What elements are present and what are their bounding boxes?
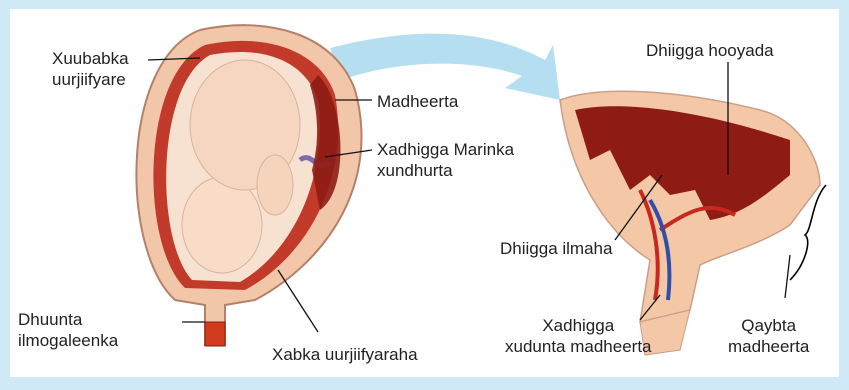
label-umbilical-cord-line2: xudunta madheerta: [505, 336, 652, 357]
label-cervix-line1: Dhuunta: [18, 309, 118, 330]
label-umbilical-vein-line1: Xadhigga Marinka: [377, 139, 514, 160]
label-cervix: Dhuunta ilmogaleenka: [18, 309, 118, 351]
label-cervix-line2: ilmogaleenka: [18, 330, 118, 351]
uterus-illustration: [136, 25, 361, 346]
label-fetal-blood: Dhiigga ilmaha: [500, 238, 612, 259]
label-uterine-wall-line1: Xuubabka: [52, 48, 129, 69]
label-umbilical-cord-line1: Xadhigga: [505, 315, 652, 336]
label-umbilical-vein-line2: xundhurta: [377, 160, 514, 181]
label-placenta: Madheerta: [377, 91, 458, 112]
leader-placental-part: [785, 255, 790, 298]
cervix-plug: [205, 322, 225, 346]
label-amniotic-sac: Xabka uurjiifyaraha: [272, 344, 418, 365]
leader-amniotic-sac: [278, 270, 318, 332]
label-maternal-blood: Dhiigga hooyada: [646, 40, 774, 61]
label-umbilical-cord: Xadhigga xudunta madheerta: [505, 315, 652, 357]
fetus-arm: [257, 155, 293, 215]
label-uterine-wall-line2: uurjiifyare: [52, 69, 129, 90]
fetus-head: [182, 177, 262, 273]
label-placental-part-line2: madheerta: [728, 336, 809, 357]
label-placental-part: Qaybta madheerta: [728, 315, 809, 357]
label-umbilical-vein: Xadhigga Marinka xundhurta: [377, 139, 514, 181]
label-placental-part-line1: Qaybta: [728, 315, 809, 336]
label-uterine-wall: Xuubabka uurjiifyare: [52, 48, 129, 90]
